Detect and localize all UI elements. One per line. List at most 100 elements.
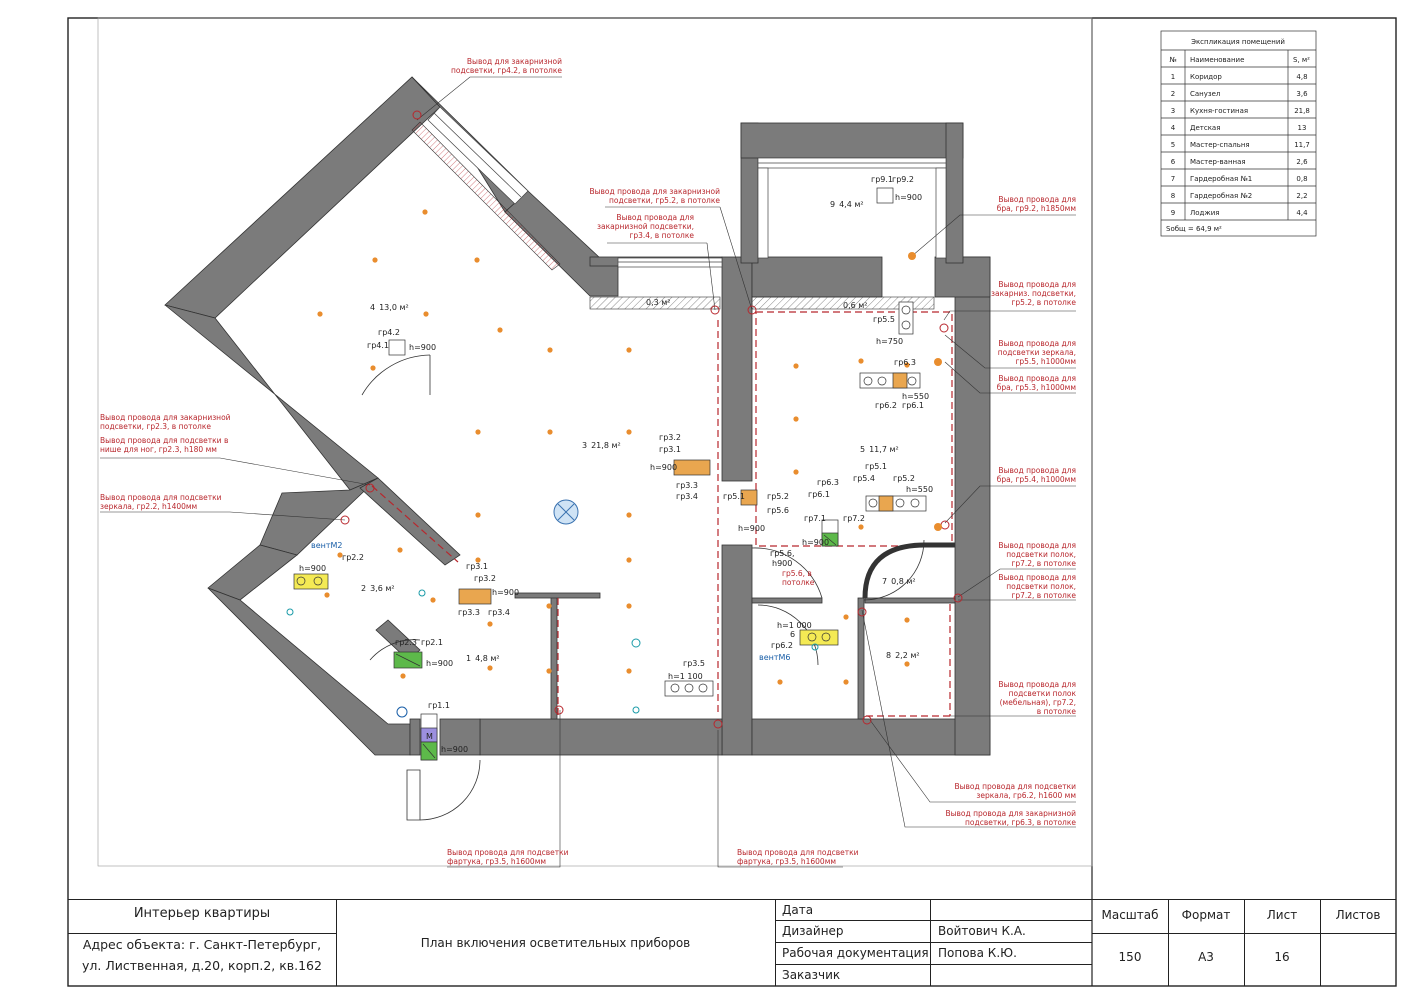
ceiling-light-icon xyxy=(487,665,493,671)
explication-head-area: S, м² xyxy=(1293,56,1310,64)
ceiling-light-icon xyxy=(843,614,849,620)
ceiling-light-icon xyxy=(904,362,910,368)
svg-text:23,6 м²: 2 3,6 м² xyxy=(361,584,395,593)
explication-row-8-name: Гардеробная №2 xyxy=(1190,192,1252,200)
sw-gr51d: гр5.1 xyxy=(723,492,745,501)
explication-table xyxy=(1160,30,1317,237)
name-designer: Войтович К.А. xyxy=(938,924,1026,938)
sw-h3b: h=900 xyxy=(492,588,519,597)
sw-h5d: h=900 xyxy=(738,524,765,533)
svg-text:321,8 м²: 321,8 м² xyxy=(582,441,621,450)
room-2-number: 2 xyxy=(361,584,366,593)
sw-h35: h=1 100 xyxy=(668,672,703,681)
room-7-area: 0,8 м² xyxy=(891,577,916,586)
explication-row-1-name: Коридор xyxy=(1190,73,1222,81)
sw-gr56d: гр5.6 xyxy=(767,506,789,515)
wire-outputs xyxy=(340,110,963,729)
sw-gr33b: гр3.3 xyxy=(458,608,480,617)
svg-text:413,0 м²: 413,0 м² xyxy=(370,303,409,312)
sw-gr23: гр2.3 xyxy=(395,638,417,647)
sw-gr42: гр4.2 xyxy=(378,328,400,337)
sw-gr63: гр6.3 xyxy=(894,358,916,367)
sw-h6b: h=900 xyxy=(802,538,829,547)
ceiling-light-icon xyxy=(337,552,343,558)
sw-gr11: гр1.1 xyxy=(428,701,450,710)
sw-gr35: гр3.5 xyxy=(683,659,705,668)
explication-row-1-num: 1 xyxy=(1171,73,1175,81)
sw-gr31: гр3.1 xyxy=(659,445,681,454)
explication-row-8-num: 8 xyxy=(1171,192,1175,200)
sw-gr55: гр5.5 xyxy=(873,315,895,324)
explication-row-2-area: 3,6 xyxy=(1296,90,1308,98)
ceiling-light-icon xyxy=(626,557,632,563)
ceiling-light-icon xyxy=(904,661,910,667)
sw-gr21: гр2.1 xyxy=(421,638,443,647)
sw-h56b: h900 xyxy=(772,559,792,568)
ceiling-light-icon xyxy=(475,429,481,435)
explication-row-6-name: Мастер-ванная xyxy=(1190,158,1246,166)
name-docs: Попова К.Ю. xyxy=(938,946,1017,960)
format-header: Формат xyxy=(1181,908,1231,922)
room-4-number: 4 xyxy=(370,303,375,312)
room-5-number: 5 xyxy=(860,445,865,454)
dim-0-3: 0,3 м² xyxy=(646,298,671,307)
sw-gr32b: гр3.2 xyxy=(474,574,496,583)
explication-row-7-name: Гардеробная №1 xyxy=(1190,175,1252,183)
sw-h21: h=900 xyxy=(426,659,453,668)
explication-row-6-num: 6 xyxy=(1171,158,1176,166)
explication-row-4-area: 13 xyxy=(1298,124,1307,132)
explication-title: Экспликация помещений xyxy=(1191,38,1285,46)
doors xyxy=(361,354,925,821)
ceiling-light-icon xyxy=(626,603,632,609)
room-8-number: 8 xyxy=(886,651,891,660)
sw-m: М xyxy=(426,732,433,741)
ceiling-light-icon xyxy=(793,469,799,475)
vent-m6: вентМ6 xyxy=(759,653,791,662)
sw-gr71: гр7.1 xyxy=(804,514,826,523)
role-date: Дата xyxy=(782,903,814,917)
sw-gr51: гр5.1 xyxy=(865,462,887,471)
ceiling-light-icon xyxy=(793,363,799,369)
sw-gr54: гр5.4 xyxy=(853,474,875,483)
sw-gr31b: гр3.1 xyxy=(466,562,488,571)
explication-row-6-area: 2,6 xyxy=(1296,158,1308,166)
room-1-number: 1 xyxy=(466,654,471,663)
sheet-title: План включения осветительных приборов xyxy=(420,936,691,950)
sw-gr22: гр2.2 xyxy=(342,553,364,562)
explication-row-9-name: Лоджия xyxy=(1190,209,1219,217)
sw-h2: h=900 xyxy=(299,564,326,573)
ceiling-light-icon xyxy=(546,603,552,609)
room-9-number: 9 xyxy=(830,200,835,209)
sw-gr63b: гр6.3 xyxy=(817,478,839,487)
role-client: Заказчик xyxy=(782,968,841,982)
room-2-area: 3,6 м² xyxy=(370,584,395,593)
room-7-number: 7 xyxy=(882,577,887,586)
address-line-1: Адрес объекта: г. Санкт-Петербург, xyxy=(82,937,322,952)
project-name: Интерьер квартиры xyxy=(133,906,271,921)
explication-head-num: № xyxy=(1169,56,1176,64)
sw-h4: h=900 xyxy=(409,343,436,352)
explication-row-4-name: Детская xyxy=(1190,124,1220,132)
ceiling-light-icon xyxy=(317,311,323,317)
fan-icons xyxy=(286,589,819,718)
sheet-value: 16 xyxy=(1274,950,1290,964)
sw-gr61b: гр6.1 xyxy=(808,490,830,499)
explication-head-name: Наименование xyxy=(1190,56,1244,64)
ceiling-light-icon xyxy=(370,365,376,371)
role-docs: Рабочая документация xyxy=(782,946,929,960)
room-3-area: 21,8 м² xyxy=(591,441,621,450)
room-1-area: 4,8 м² xyxy=(475,654,500,663)
